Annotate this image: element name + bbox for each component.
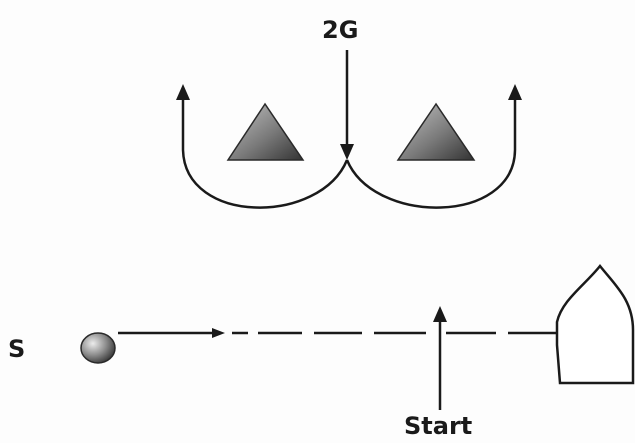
down-arrow bbox=[340, 50, 354, 160]
left-cone-icon bbox=[226, 102, 305, 161]
boat-icon bbox=[555, 263, 635, 385]
ball-icon bbox=[80, 332, 116, 364]
right-cone-icon bbox=[396, 102, 476, 161]
right-curve-route bbox=[345, 84, 522, 209]
dashed-pass-line bbox=[118, 328, 556, 338]
start-arrow bbox=[433, 306, 447, 410]
start-label: Start bbox=[404, 412, 473, 440]
left-curve-route bbox=[176, 84, 349, 209]
top-marker-label: 2G bbox=[322, 16, 359, 44]
side-marker-label: S bbox=[8, 335, 26, 363]
